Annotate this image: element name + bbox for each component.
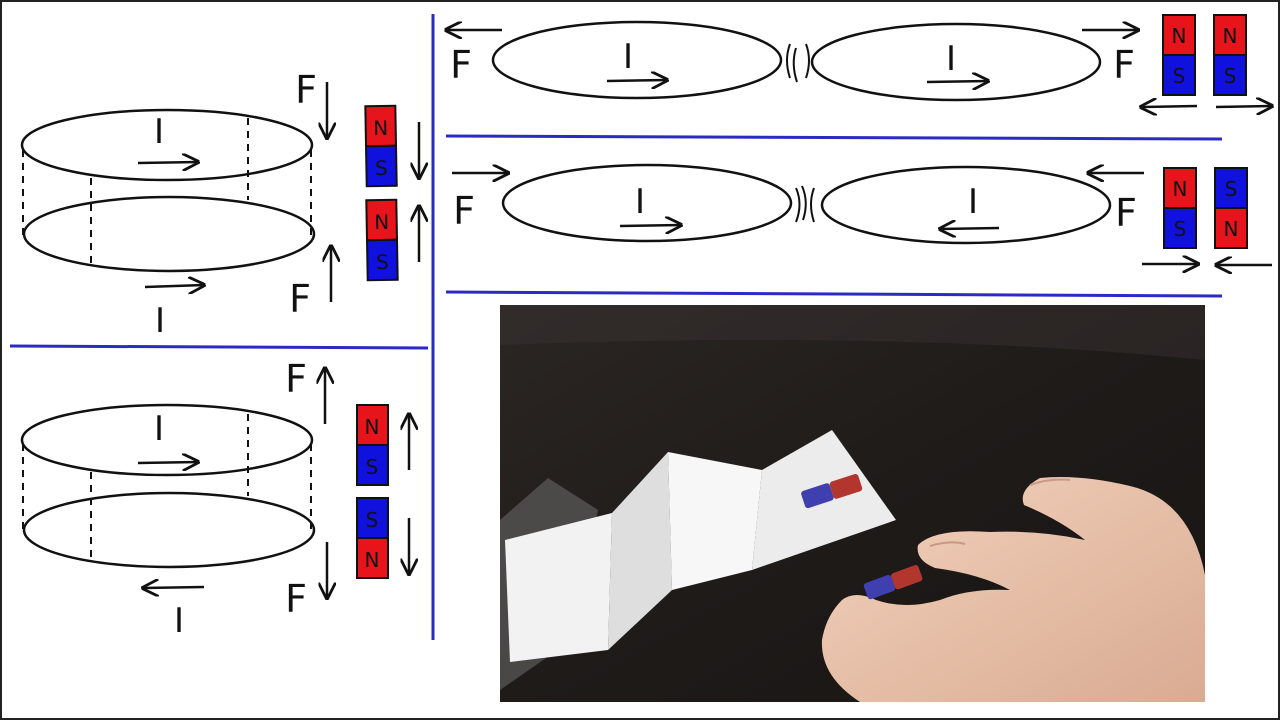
current-arrow-upper — [137, 162, 198, 163]
force-label: F — [453, 189, 475, 233]
current-arrow-right-loop — [926, 81, 988, 82]
divider-lines — [9, 14, 1223, 640]
left-loop — [491, 20, 783, 100]
force-label: F — [1115, 191, 1137, 235]
lower-loop — [22, 195, 316, 273]
magnet-pair-side-by-side: N S N S — [1162, 14, 1247, 96]
panel-antiparallel-loops-repel — [20, 368, 409, 598]
panel-side-by-side-opposite-direction — [452, 163, 1272, 265]
field-line-mark — [801, 185, 807, 221]
upper-loop — [20, 108, 314, 182]
bar-magnet: N S — [364, 104, 398, 188]
north-pole-label: N — [1223, 24, 1238, 48]
middle-right-divider — [445, 290, 1223, 298]
panel-parallel-loops-attract — [20, 82, 419, 302]
magnet-pair-attract: N S N S — [364, 104, 399, 282]
south-pole-label: S — [1173, 64, 1186, 88]
current-label: I — [154, 409, 164, 449]
right-loop — [820, 165, 1112, 245]
field-line-mark — [795, 187, 801, 223]
demo-photo — [500, 305, 1205, 702]
north-pole-label: N — [365, 415, 380, 439]
south-pole-label: S — [366, 508, 379, 532]
magnet-arrow-right — [1215, 106, 1272, 107]
north-pole-label: N — [365, 548, 380, 572]
current-arrow-lower-reversed — [143, 587, 205, 588]
magnet-on-paper — [801, 473, 863, 509]
magnet-in-hand — [863, 565, 923, 600]
field-line-mark — [810, 187, 815, 223]
bar-magnet: S N — [356, 497, 389, 579]
current-arrow-left-loop — [606, 80, 667, 81]
north-pole-label: N — [1173, 177, 1188, 201]
current-label: I — [635, 182, 645, 222]
lower-loop — [22, 491, 316, 569]
force-label: F — [450, 43, 472, 87]
panel-side-by-side-same-direction — [446, 20, 1272, 107]
left-loop — [501, 163, 793, 243]
left-horizontal-divider — [9, 344, 429, 350]
dashed-guides — [22, 118, 312, 266]
current-arrow-lower — [144, 285, 204, 287]
current-label: I — [968, 182, 978, 222]
force-label: F — [285, 357, 307, 401]
bar-magnet: S N — [1214, 167, 1248, 249]
south-pole-label: S — [375, 156, 388, 180]
magnet-arrow-left — [1141, 106, 1198, 107]
dashed-guides — [22, 414, 312, 562]
force-label: F — [1113, 43, 1135, 87]
bar-magnet: N S — [1163, 167, 1197, 249]
north-pole-label: N — [373, 116, 388, 140]
force-label: F — [295, 68, 317, 112]
south-pole-label: S — [1225, 177, 1238, 201]
field-line-mark — [805, 43, 810, 79]
bar-magnet: N S — [1162, 14, 1196, 96]
south-pole-label: S — [1174, 217, 1187, 241]
bar-magnet: N S — [356, 404, 389, 486]
south-pole-label: S — [376, 250, 389, 274]
current-label: I — [946, 39, 956, 79]
current-label: I — [174, 601, 184, 641]
current-arrow-upper — [137, 462, 198, 463]
bar-magnet: N S — [365, 198, 399, 282]
current-arrow-left-loop — [619, 225, 681, 226]
south-pole-label: S — [366, 455, 379, 479]
current-label: I — [155, 301, 165, 341]
top-right-divider — [445, 134, 1223, 141]
bar-magnet: N S — [1213, 14, 1247, 96]
field-line-mark — [786, 43, 791, 79]
force-label: F — [289, 277, 311, 321]
current-label: I — [154, 112, 164, 152]
south-pole-label: S — [1224, 64, 1237, 88]
field-line-mark — [792, 47, 798, 83]
right-loop — [810, 22, 1102, 102]
north-pole-label: N — [1224, 217, 1239, 241]
upper-loop — [20, 403, 314, 477]
magnet-pair-side-by-side-opposed: N S S N — [1163, 167, 1248, 249]
north-pole-label: N — [374, 210, 389, 234]
force-label: F — [285, 577, 307, 621]
current-arrow-right-loop-reversed — [940, 228, 1000, 229]
north-pole-label: N — [1172, 24, 1187, 48]
hand — [821, 477, 1205, 702]
current-label: I — [623, 37, 633, 77]
magnet-pair-repel: N S S N — [356, 404, 389, 579]
